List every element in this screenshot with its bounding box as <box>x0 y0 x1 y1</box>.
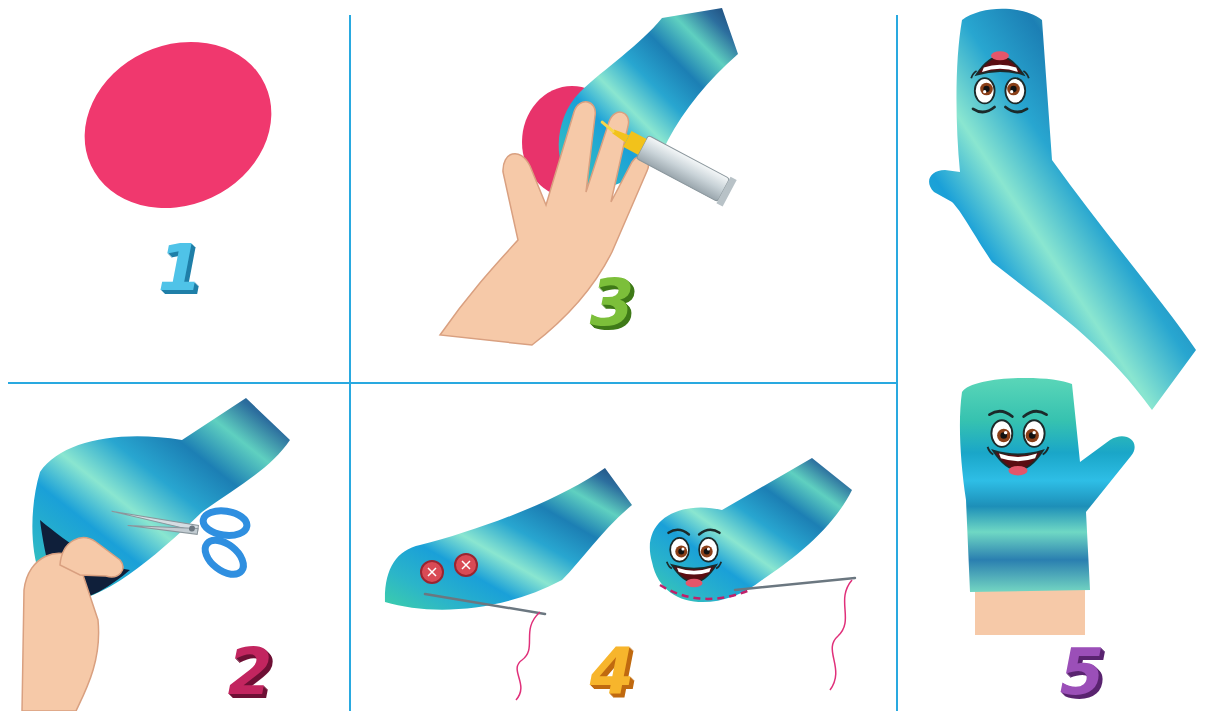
callout-number: 2 <box>228 640 273 704</box>
blade <box>128 519 198 536</box>
thread <box>516 612 540 700</box>
callout-number: 4 <box>590 640 635 704</box>
sock <box>385 468 632 610</box>
finished-puppet <box>929 9 1196 410</box>
finished-puppet <box>960 378 1135 592</box>
wrist <box>975 585 1085 635</box>
glue-tube <box>594 112 737 207</box>
pivot <box>189 525 196 532</box>
handle <box>202 508 249 538</box>
stitch-line <box>660 585 750 599</box>
needle <box>735 578 855 590</box>
fabric-oval <box>57 12 299 238</box>
hand <box>22 553 99 711</box>
handle <box>199 534 250 582</box>
panel-divider <box>349 15 351 711</box>
callout-number: 1 <box>158 236 203 300</box>
callout-number: 3 <box>590 271 635 335</box>
callout-number: 5 <box>1060 640 1105 704</box>
panel-divider <box>8 382 897 384</box>
scissors <box>104 495 256 583</box>
panel-divider <box>896 15 898 711</box>
tube-nozzle <box>611 128 629 143</box>
thread <box>830 580 852 690</box>
needle <box>425 594 545 614</box>
tube-crimp <box>716 177 736 207</box>
thumb <box>60 538 123 577</box>
button-stitch <box>428 561 470 576</box>
hand <box>440 102 649 345</box>
tube-body <box>636 135 729 201</box>
glue <box>601 122 615 131</box>
